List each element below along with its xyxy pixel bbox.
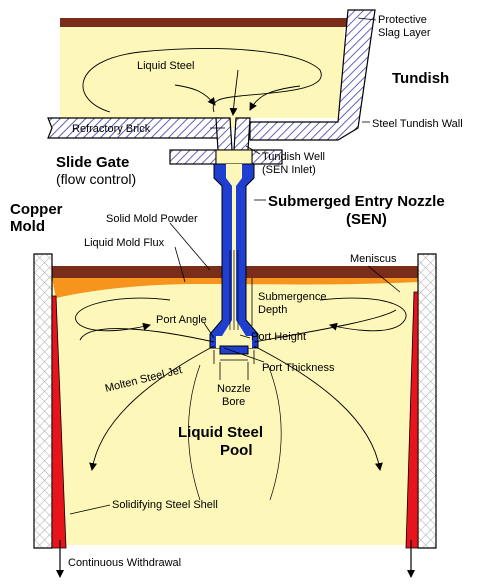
label-port-thickness: Port Thickness bbox=[262, 362, 335, 374]
liquid-mold-flux-layer bbox=[52, 278, 420, 298]
slide-gate bbox=[169, 149, 283, 165]
copper-mold-right bbox=[417, 253, 437, 549]
copper-mold-left bbox=[33, 253, 53, 549]
label-liquid-steel-tundish: Liquid Steel bbox=[137, 60, 195, 72]
leader-lines bbox=[69, 17, 401, 515]
protective-slag-layer bbox=[60, 18, 358, 27]
label-flow-control: (flow control) bbox=[56, 171, 136, 187]
label-liquid-steel-pool-2: Pool bbox=[220, 442, 253, 459]
solidifying-steel-shell-left bbox=[51, 295, 67, 549]
tundish-flow-left bbox=[82, 48, 322, 113]
label-solid-mold-powder: Solid Mold Powder bbox=[106, 213, 198, 225]
submerged-entry-nozzle bbox=[209, 163, 259, 355]
label-refractory-brick: Refractory Brick bbox=[72, 123, 151, 135]
label-continuous-withdrawal: Continuous Withdrawal bbox=[68, 557, 181, 569]
tundish bbox=[47, 9, 376, 151]
label-port-height: Port Height bbox=[251, 331, 306, 343]
label-slag-layer: Slag Layer bbox=[378, 27, 431, 39]
label-tundish-well: Tundish Well bbox=[262, 151, 325, 163]
tundish-liquid-steel bbox=[60, 26, 344, 128]
label-slide-gate: Slide Gate bbox=[56, 154, 129, 171]
label-nozzle: Nozzle bbox=[217, 383, 251, 395]
mold-flow bbox=[75, 297, 407, 501]
label-sen: Submerged Entry Nozzle bbox=[268, 193, 445, 210]
label-protective: Protective bbox=[378, 14, 427, 26]
label-tundish: Tundish bbox=[392, 70, 449, 87]
label-submergence: Submergence bbox=[258, 291, 327, 303]
label-port-angle: Port Angle bbox=[156, 314, 207, 326]
label-copper: Copper bbox=[10, 201, 63, 218]
steel-tundish-wall bbox=[249, 9, 376, 141]
label-mold: Mold bbox=[10, 218, 45, 235]
label-sen-inlet: (SEN Inlet) bbox=[262, 164, 316, 176]
mold bbox=[33, 253, 437, 578]
label-meniscus: Meniscus bbox=[350, 253, 397, 265]
label-liquid-steel-pool-1: Liquid Steel bbox=[178, 424, 263, 441]
label-liquid-mold-flux: Liquid Mold Flux bbox=[84, 237, 165, 249]
label-sen-abbr: (SEN) bbox=[346, 211, 387, 228]
label-depth: Depth bbox=[258, 304, 287, 316]
label-solidifying-steel-shell: Solidifying Steel Shell bbox=[112, 499, 218, 511]
label-steel-tundish-wall: Steel Tundish Wall bbox=[372, 118, 463, 130]
sen-bottom bbox=[219, 345, 249, 355]
solidifying-steel-shell-right bbox=[405, 291, 419, 549]
refractory-brick-left bbox=[47, 117, 219, 139]
label-bore: Bore bbox=[222, 396, 245, 408]
liquid-steel-pool bbox=[52, 266, 420, 545]
